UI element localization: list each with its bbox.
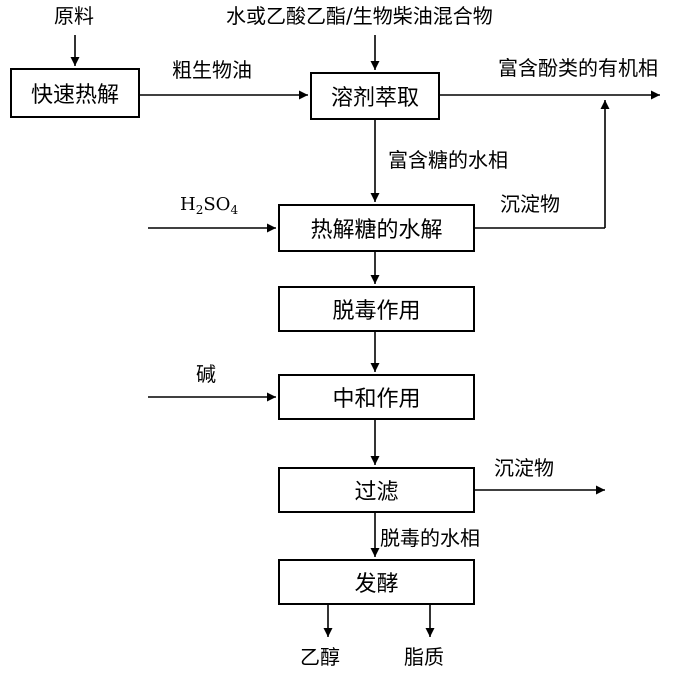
filtration-box: 过滤 [278,467,475,513]
solvent-extraction-box: 溶剂萃取 [310,72,440,120]
label-phenol-organic-phase: 富含酚类的有机相 [498,56,658,80]
label-detox-water-phase: 脱毒的水相 [380,526,480,550]
label-ethanol: 乙醇 [300,645,340,669]
sugar-hydrolysis-box: 热解糖的水解 [278,204,475,252]
acid-so: SO [203,194,231,215]
label-raw-material: 原料 [54,4,94,28]
acid-so-subscript: 4 [230,203,239,217]
label-sulfuric-acid: H2SO4 [180,194,239,217]
fermentation-box: 发酵 [278,559,475,605]
detoxification-box: 脱毒作用 [278,286,475,332]
label-precipitate-2: 沉淀物 [494,456,554,480]
label-solvent: 水或乙酸乙酯/生物柴油混合物 [226,4,493,28]
label-alkali: 碱 [196,362,216,386]
acid-h-subscript: 2 [195,203,204,217]
label-sugar-water-phase: 富含糖的水相 [388,148,508,172]
neutralization-box: 中和作用 [278,374,475,420]
label-lipid: 脂质 [404,645,444,669]
label-crude-bio-oil: 粗生物油 [172,58,252,82]
label-precipitate-1: 沉淀物 [500,192,560,216]
pyrolysis-box: 快速热解 [10,68,140,118]
acid-h: H [180,194,196,215]
